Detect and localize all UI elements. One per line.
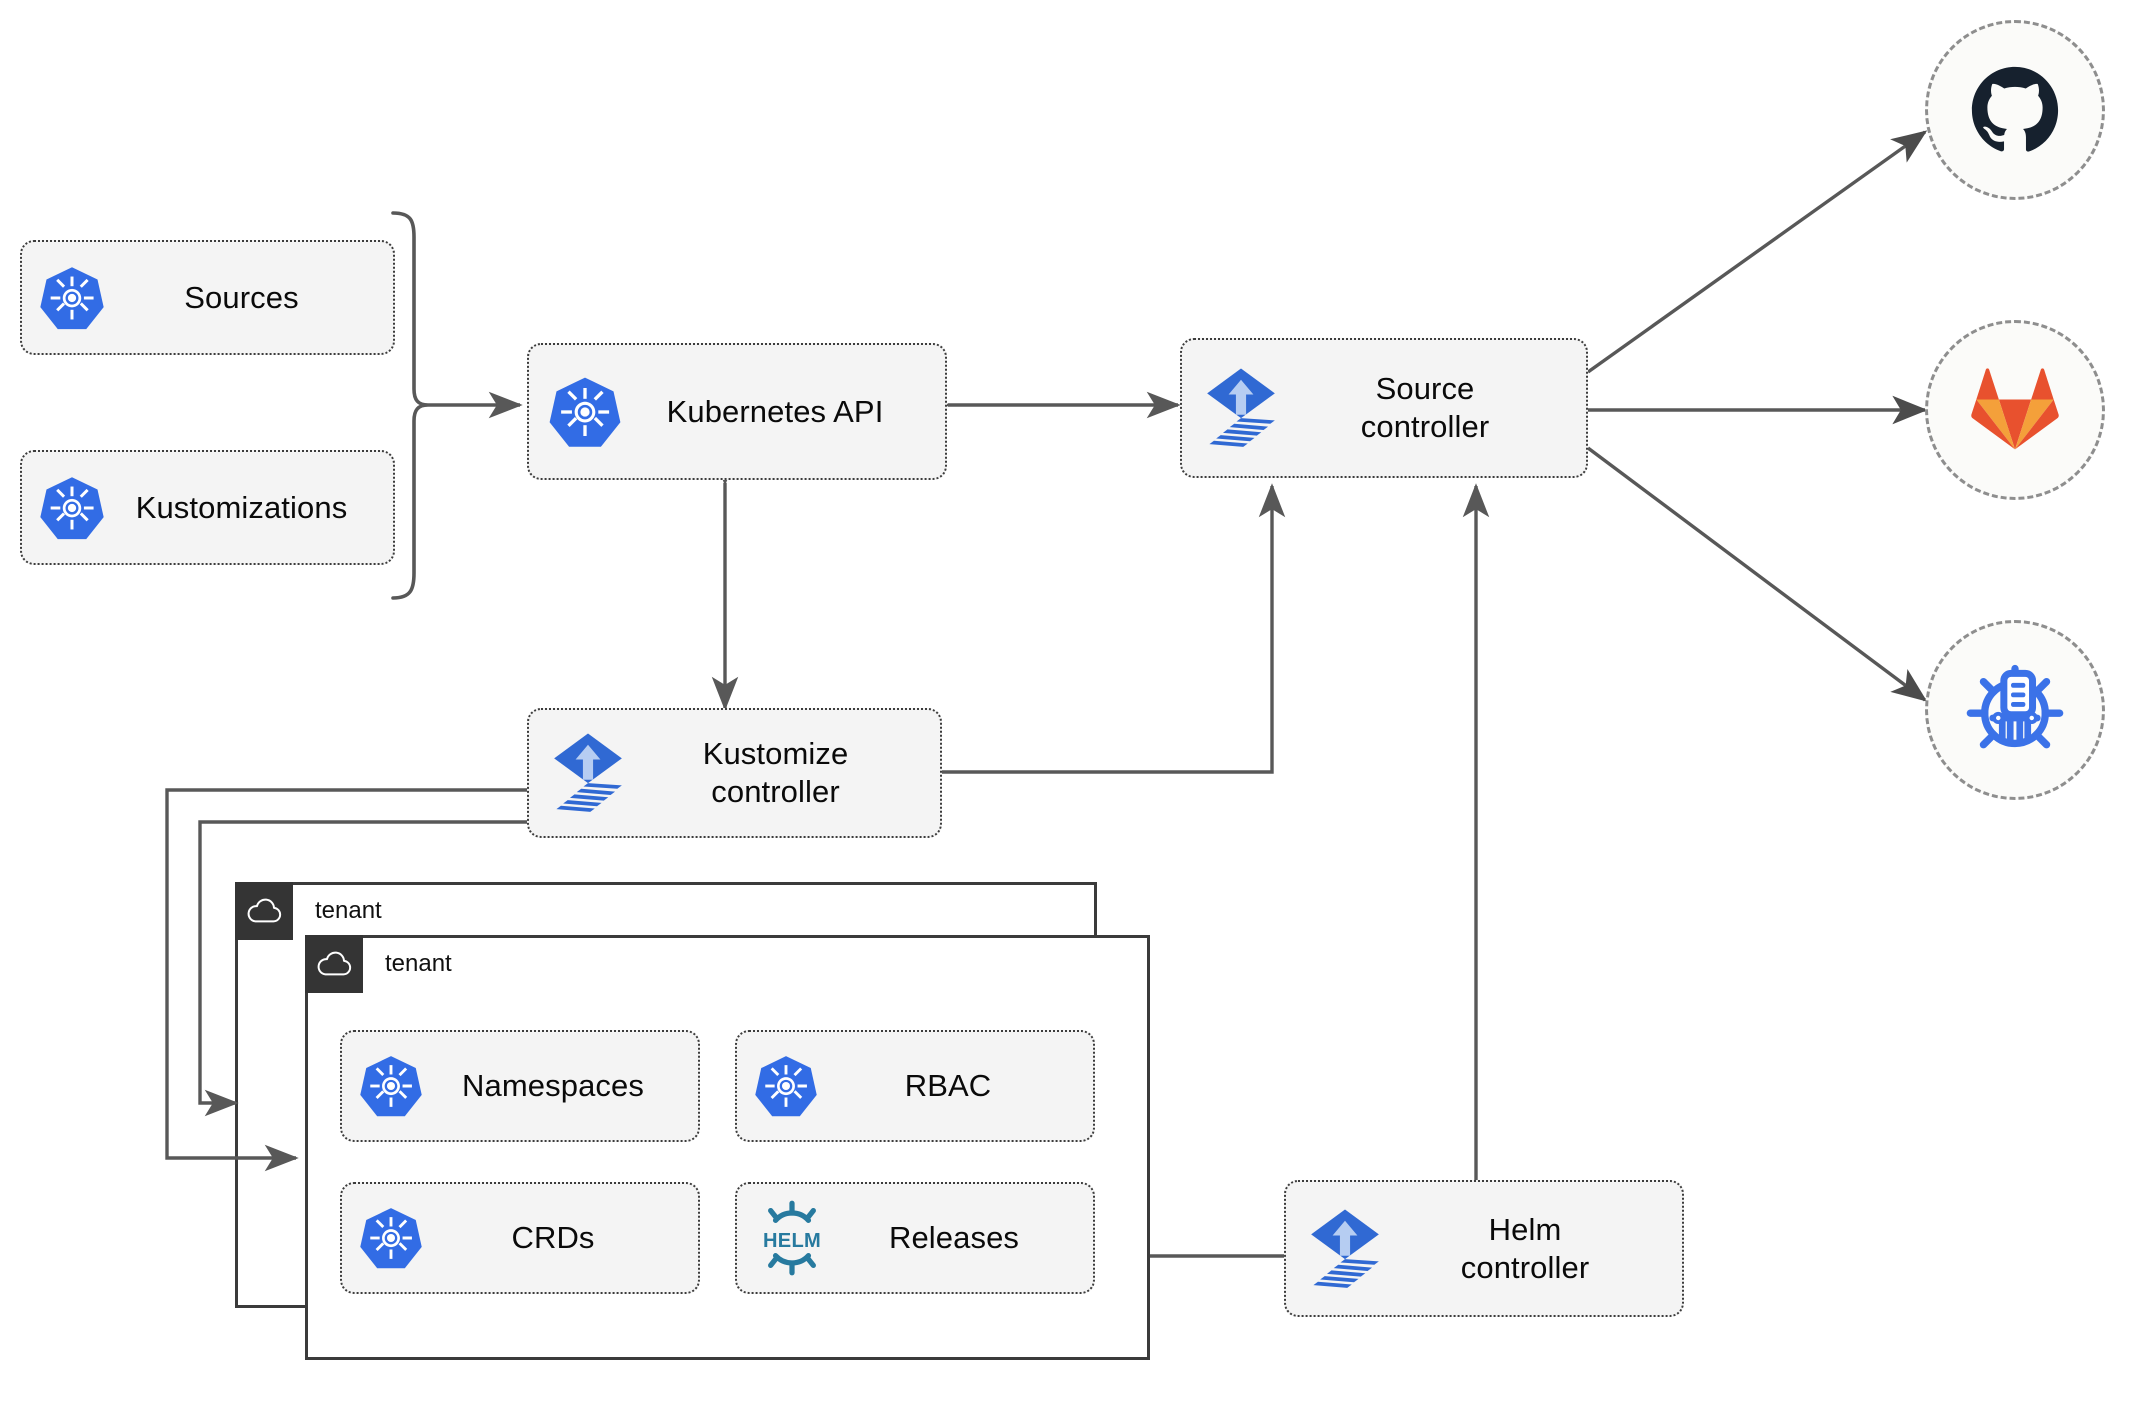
tenant-resource-crds[interactable]: CRDs <box>340 1182 700 1294</box>
kubernetes-api-node[interactable]: Kubernetes API <box>527 343 947 480</box>
resource-label: Kustomizations <box>135 489 348 525</box>
github-icon <box>1971 66 2059 152</box>
tenant-resource-label: CRDs <box>511 1220 595 1256</box>
resource-kustomizations[interactable]: Kustomizations <box>20 450 395 565</box>
tenant-label: tenant <box>385 950 452 977</box>
provider-gitlab[interactable] <box>1925 320 2105 500</box>
tenant-box-front[interactable]: tenant <box>305 935 1150 1360</box>
tenant-resource-label: Releases <box>888 1220 1020 1256</box>
tenant-resource-label: RBAC <box>904 1068 992 1104</box>
kubernetes-icon <box>358 1053 424 1119</box>
controller-label: Source controller <box>1360 371 1490 444</box>
controller-label: Helm controller <box>1460 1211 1590 1285</box>
resource-sources[interactable]: Sources <box>20 240 395 355</box>
kubernetes-api-label: Kubernetes API <box>666 393 884 429</box>
container-registry-icon <box>1966 664 2064 749</box>
source-controller-node[interactable]: Source controller <box>1180 338 1588 478</box>
kubernetes-icon <box>753 1053 819 1119</box>
helm-icon: HELM <box>753 1200 831 1276</box>
kubernetes-icon <box>38 264 106 332</box>
tenant-resource-rbac[interactable]: RBAC <box>735 1030 1095 1142</box>
controller-label: Kustomize controller <box>702 736 849 809</box>
cloud-icon <box>235 882 293 940</box>
kubernetes-icon <box>38 474 106 542</box>
kubernetes-icon <box>358 1205 424 1271</box>
svg-text:HELM: HELM <box>763 1230 821 1252</box>
flux-icon <box>547 729 629 817</box>
tenant-label: tenant <box>315 897 382 924</box>
gitlab-icon <box>1971 368 2059 450</box>
tenant-resource-namespaces[interactable]: Namespaces <box>340 1030 700 1142</box>
provider-container-registry[interactable] <box>1925 620 2105 800</box>
kubernetes-icon <box>547 374 623 450</box>
flux-icon <box>1304 1205 1386 1293</box>
kustomize-controller-node[interactable]: Kustomize controller <box>527 708 942 838</box>
resource-label: Sources <box>184 279 299 315</box>
provider-github[interactable] <box>1925 20 2105 200</box>
tenant-titlebar: tenant <box>305 935 452 993</box>
tenant-titlebar: tenant <box>235 882 382 940</box>
tenant-resource-label: Namespaces <box>462 1068 644 1104</box>
cloud-icon <box>305 935 363 993</box>
helm-controller-node[interactable]: Helm controller <box>1284 1180 1684 1317</box>
tenant-resource-releases[interactable]: HELM Releases <box>735 1182 1095 1294</box>
flux-icon <box>1200 364 1282 452</box>
